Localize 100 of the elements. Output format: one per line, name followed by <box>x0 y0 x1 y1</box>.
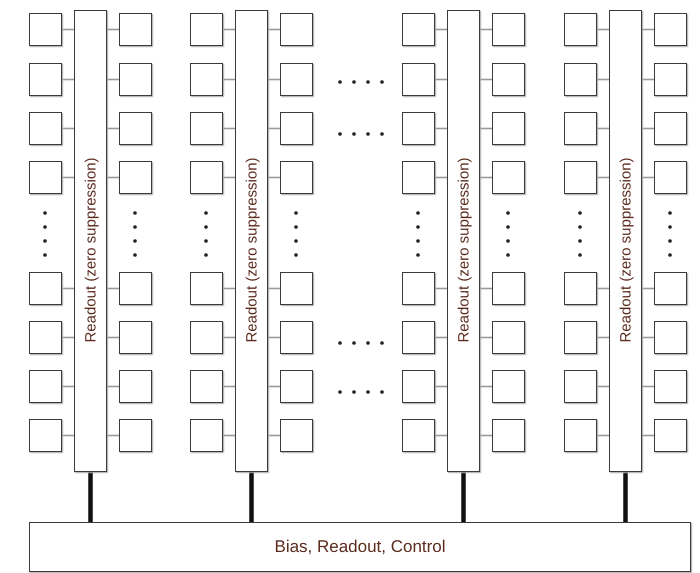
connector-line <box>642 28 654 30</box>
pixel-box <box>29 63 62 96</box>
bus-line <box>88 472 93 522</box>
pixel-box <box>29 419 62 452</box>
pixel-box <box>190 13 223 46</box>
pixel-box <box>29 161 62 194</box>
pixel-box <box>29 321 62 354</box>
connector-line <box>435 336 447 338</box>
pixel-box <box>402 419 435 452</box>
pixel-box <box>280 13 313 46</box>
pixel-box <box>190 272 223 305</box>
control-box <box>29 522 691 572</box>
connector-line <box>107 336 119 338</box>
pixel-box <box>280 272 313 305</box>
pixel-box <box>564 63 597 96</box>
connector-line <box>107 288 119 290</box>
connector-line <box>62 336 74 338</box>
pixel-box <box>402 63 435 96</box>
connector-line <box>223 128 235 130</box>
connector-line <box>268 176 280 178</box>
pixel-box <box>402 112 435 145</box>
pixel-box <box>119 161 152 194</box>
pixel-box <box>492 13 525 46</box>
connector-line <box>480 176 492 178</box>
connector-line <box>480 336 492 338</box>
pixel-box <box>564 112 597 145</box>
connector-line <box>268 386 280 388</box>
connector-line <box>107 176 119 178</box>
pixel-box <box>654 321 687 354</box>
connector-line <box>223 288 235 290</box>
pixel-box <box>654 370 687 403</box>
pixel-box <box>190 321 223 354</box>
connector-line <box>223 386 235 388</box>
connector-line <box>597 176 609 178</box>
pixel-box <box>280 419 313 452</box>
connector-line <box>642 288 654 290</box>
readout-bar <box>447 10 480 472</box>
pixel-box <box>190 419 223 452</box>
connector-line <box>480 128 492 130</box>
connector-line <box>223 176 235 178</box>
connector-line <box>62 434 74 436</box>
connector-line <box>597 336 609 338</box>
connector-line <box>435 386 447 388</box>
connector-line <box>642 386 654 388</box>
connector-line <box>107 434 119 436</box>
connector-line <box>480 386 492 388</box>
connector-line <box>435 128 447 130</box>
readout-bar <box>609 10 642 472</box>
pixel-box <box>280 321 313 354</box>
connector-line <box>480 28 492 30</box>
connector-line <box>642 78 654 80</box>
pixel-box <box>492 419 525 452</box>
pixel-box <box>119 13 152 46</box>
pixel-box <box>119 63 152 96</box>
connector-line <box>642 176 654 178</box>
pixel-box <box>402 370 435 403</box>
connector-line <box>597 386 609 388</box>
connector-line <box>597 128 609 130</box>
connector-line <box>107 386 119 388</box>
connector-line <box>62 176 74 178</box>
pixel-box <box>492 63 525 96</box>
readout-label: Readout (zero suppression) <box>243 158 260 343</box>
pixel-box <box>119 321 152 354</box>
connector-line <box>642 434 654 436</box>
connector-line <box>642 128 654 130</box>
readout-label: Readout (zero suppression) <box>455 158 472 343</box>
pixel-box <box>654 272 687 305</box>
connector-line <box>480 288 492 290</box>
connector-line <box>597 434 609 436</box>
box-label: Bias, Readout, Control <box>274 537 446 557</box>
connector-line <box>268 128 280 130</box>
pixel-box <box>119 272 152 305</box>
pixel-box <box>402 272 435 305</box>
connector-line <box>268 336 280 338</box>
bus-line <box>623 472 628 522</box>
pixel-box <box>190 112 223 145</box>
connector-line <box>62 128 74 130</box>
connector-line <box>107 128 119 130</box>
connector-line <box>480 434 492 436</box>
pixel-box <box>654 63 687 96</box>
pixel-box <box>280 63 313 96</box>
pixel-box <box>29 272 62 305</box>
connector-line <box>480 78 492 80</box>
pixel-box <box>654 161 687 194</box>
pixel-box <box>280 112 313 145</box>
bus-line <box>461 472 466 522</box>
readout-bar <box>235 10 268 472</box>
pixel-box <box>492 370 525 403</box>
pixel-box <box>492 272 525 305</box>
pixel-box <box>190 161 223 194</box>
connector-line <box>268 434 280 436</box>
bus-line <box>249 472 254 522</box>
pixel-box <box>29 370 62 403</box>
pixel-box <box>29 13 62 46</box>
pixel-box <box>564 419 597 452</box>
connector-line <box>642 336 654 338</box>
readout-label: Readout (zero suppression) <box>617 158 634 343</box>
connector-line <box>223 28 235 30</box>
pixel-box <box>654 419 687 452</box>
connector-line <box>435 176 447 178</box>
